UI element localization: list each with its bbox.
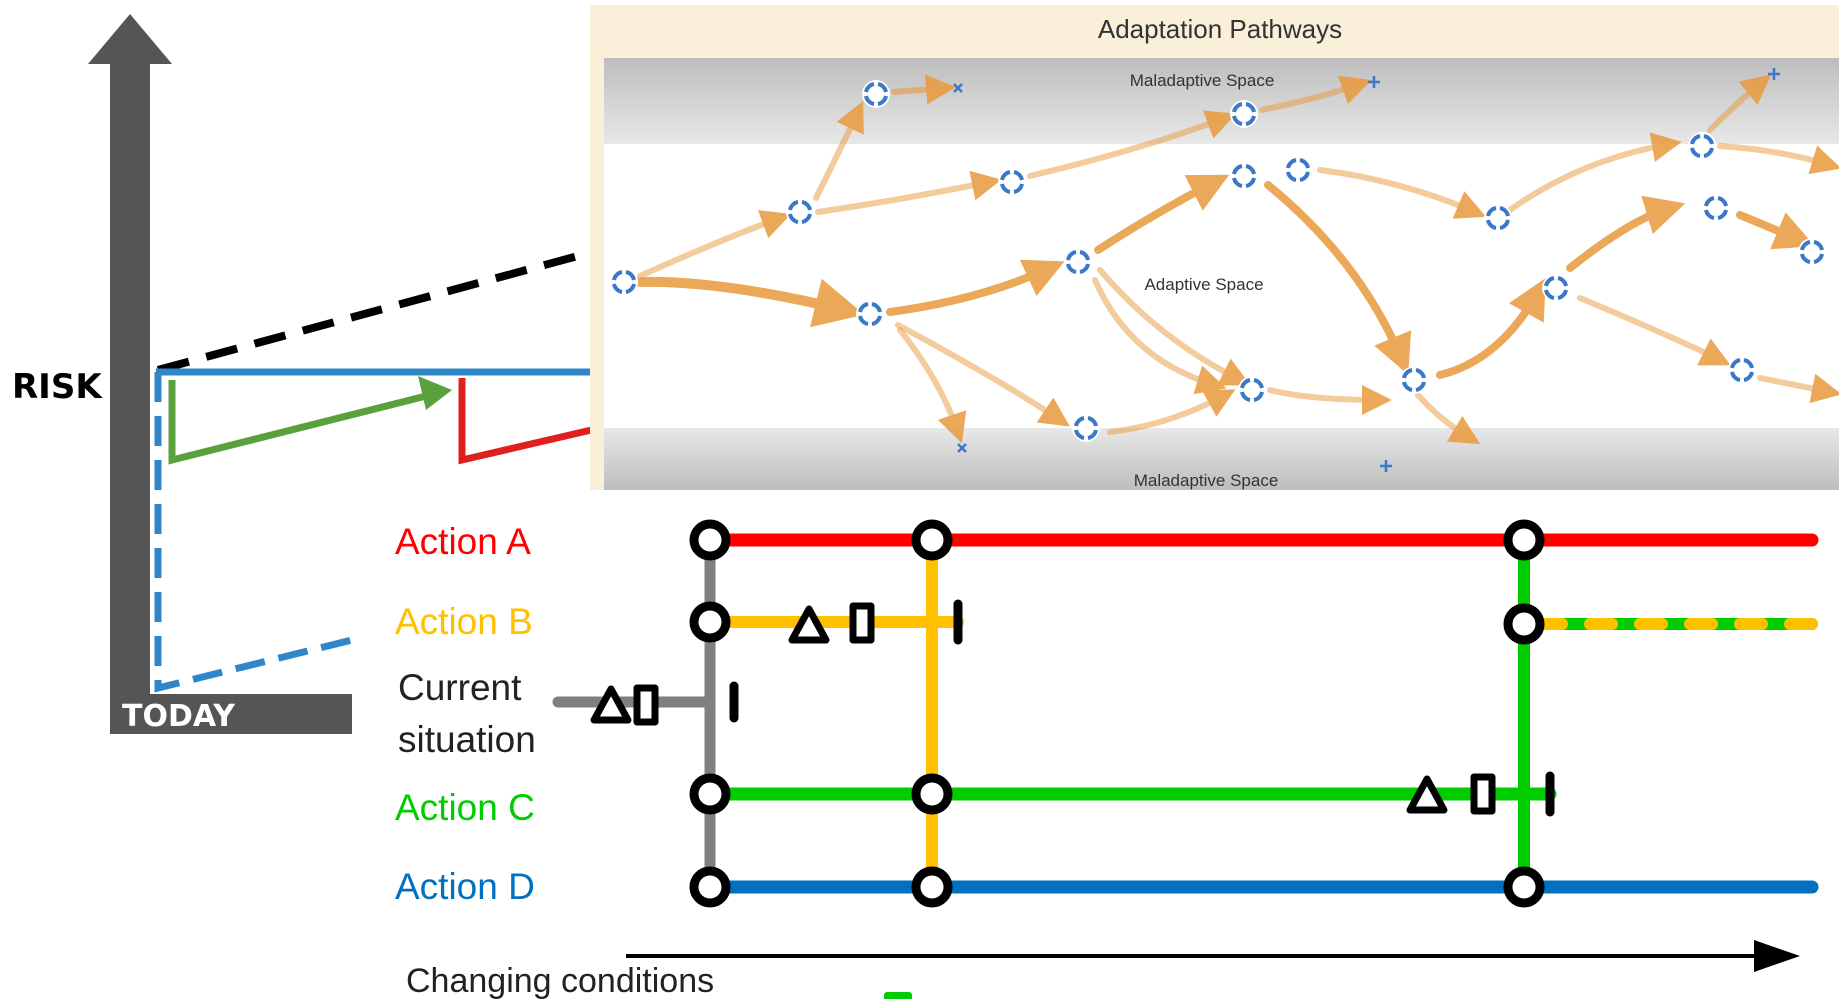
station (1503, 603, 1545, 645)
rectangle-icon (1470, 773, 1496, 815)
red-trajectory (458, 378, 601, 465)
action-d-label: Action D (395, 866, 535, 907)
panel-title: Adaptation Pathways (1098, 14, 1342, 44)
pathway-node (1726, 354, 1758, 386)
pathway-arrow (891, 74, 956, 105)
station (911, 773, 953, 815)
triangle-icon (1406, 775, 1448, 814)
pathway-node (1282, 154, 1314, 186)
pathway-arrow (1757, 373, 1839, 404)
current-situation-label-line2: situation (398, 719, 536, 760)
station (1503, 519, 1545, 561)
pathway-node (784, 196, 816, 228)
pathway-arrow (1577, 295, 1731, 366)
dead-end-marks (953, 68, 1780, 472)
pathway-arrow (1436, 278, 1546, 379)
pathway-arrow (897, 327, 967, 444)
station (689, 866, 731, 908)
pathway-node (1398, 364, 1430, 396)
pathway-arrow (1092, 277, 1227, 395)
metro-stations (689, 519, 1545, 908)
adaptive-space-label: Adaptive Space (1144, 275, 1263, 294)
maladaptive-space-bottom-label: Maladaptive Space (1134, 471, 1279, 490)
pathway-node (1236, 374, 1268, 406)
action-b-label: Action B (395, 601, 533, 642)
pathway-arrow (635, 276, 865, 328)
station (689, 773, 731, 815)
risk-chart: TODAY RISK (12, 14, 602, 734)
maladaptive-band-bottom (604, 428, 1839, 490)
pathway-node (1070, 412, 1102, 444)
pathway-node (1062, 246, 1094, 278)
pathway-arrow (886, 259, 1065, 316)
end-bars (729, 599, 1555, 817)
dead-end-x-icon (953, 83, 963, 93)
today-axis-bar (110, 694, 352, 734)
dead-end-plus-icon (1768, 68, 1780, 80)
triangle-icon (788, 605, 830, 644)
station (689, 519, 731, 561)
pathway-arrow (1717, 143, 1839, 175)
pathway-arrow (1107, 389, 1236, 435)
station (689, 601, 731, 643)
action-c-label: Action C (395, 787, 535, 828)
station (911, 519, 953, 561)
risk-axis-shaft (110, 62, 150, 702)
pathway-arrow (1736, 211, 1815, 250)
pathway-node (996, 166, 1028, 198)
pathway-arrow (1415, 392, 1481, 445)
pathway-node (1700, 192, 1732, 224)
pathway-node (860, 78, 892, 110)
rectangle-icon (633, 684, 659, 726)
pathway-node (1228, 160, 1260, 192)
pathway-node (1686, 130, 1718, 162)
pathway-node (1228, 98, 1260, 130)
green-trajectory (168, 380, 431, 465)
changing-conditions-label: Changing conditions (406, 962, 714, 999)
risk-label: RISK (12, 367, 103, 407)
pathway-arrow (1317, 167, 1487, 219)
station (1503, 866, 1545, 908)
pathway-arrow (895, 322, 1070, 427)
pathway-arrows (635, 74, 1839, 445)
blue-dashed-trajectory (154, 372, 353, 693)
pathway-arrow (1507, 132, 1682, 213)
pathway-arrow (1259, 75, 1372, 113)
pathway-arrow (1264, 181, 1412, 375)
maladaptive-space-top-label: Maladaptive Space (1130, 71, 1275, 90)
action-a-label: Action A (395, 521, 531, 562)
metro-map: Action A Action B Current situation Acti… (395, 519, 1819, 999)
adaptation-pathways-panel: Adaptation Pathways Maladaptive Space Ad… (590, 5, 1839, 490)
pathway-node (854, 298, 886, 330)
today-label: TODAY (122, 699, 236, 734)
metro-lines (552, 533, 1819, 894)
pathway-arrow (813, 101, 864, 201)
pathway-node (1540, 272, 1572, 304)
pathway-arrow (637, 210, 792, 279)
pathway-arrow (1267, 384, 1392, 415)
dead-end-plus-icon (1380, 460, 1392, 472)
decision-symbols (590, 602, 1496, 815)
pathway-arrow (1027, 110, 1237, 179)
pathway-arrow (1094, 174, 1230, 254)
pathway-arrow (1707, 74, 1772, 133)
pathway-arrow (815, 170, 1002, 215)
pathway-node (1796, 236, 1828, 268)
changing-conditions-arrowhead (1754, 940, 1800, 972)
current-situation-label-line1: Current (398, 667, 522, 708)
pathway-node (608, 266, 640, 298)
risk-axis-arrowhead (88, 14, 172, 64)
pathway-arrow (1097, 267, 1251, 386)
green-fragment-marker (884, 992, 912, 999)
black-dashed-trajectory (156, 246, 602, 374)
dead-end-x-icon (957, 443, 967, 453)
green-arrowhead (418, 376, 452, 410)
rectangle-icon (849, 602, 875, 644)
pathway-node (1482, 202, 1514, 234)
station (911, 866, 953, 908)
pathway-arrow (1566, 195, 1686, 272)
dead-end-plus-icon (1368, 76, 1380, 88)
triangle-icon (590, 685, 632, 724)
